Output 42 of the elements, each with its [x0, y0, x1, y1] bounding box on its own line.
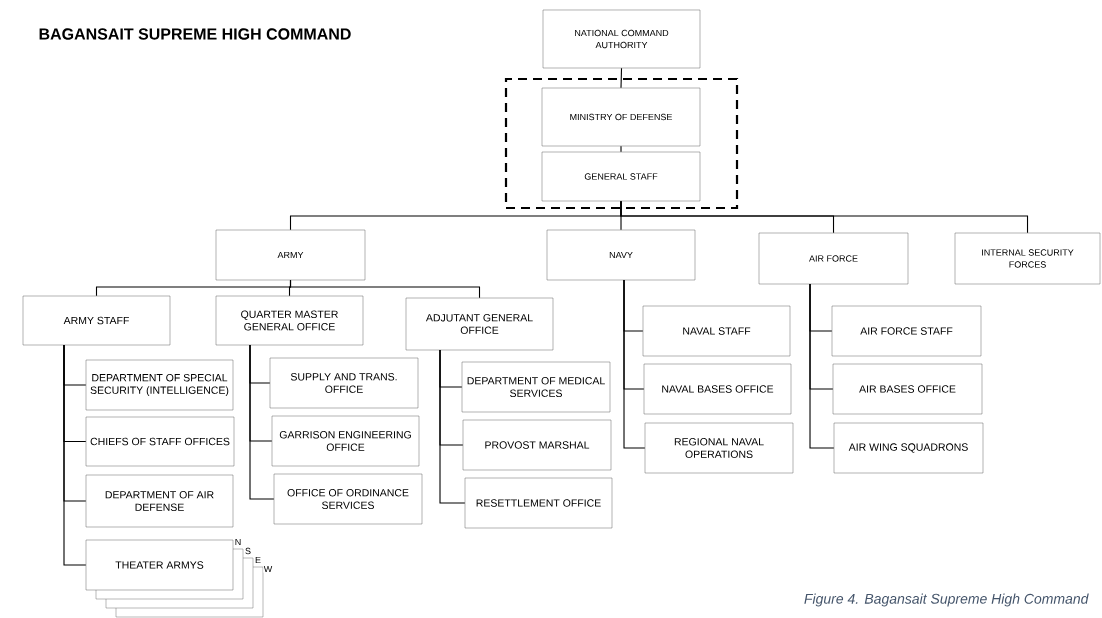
- org-box: REGIONAL NAVAL OPERATIONS: [644, 422, 794, 474]
- connector-line: [620, 145, 622, 153]
- org-box: GARRISON ENGINEERING OFFICE: [271, 415, 420, 467]
- org-box: PROVOST MARSHAL: [462, 419, 612, 471]
- stack-letter: N: [234, 538, 242, 546]
- org-box: RESETTLEMENT OFFICE: [464, 477, 613, 529]
- org-box: NAVY: [546, 229, 696, 281]
- caption: Figure 4. Bagansait Supreme High Command: [804, 593, 1089, 607]
- connector-line: [249, 344, 275, 500]
- connector-line: [63, 344, 87, 566]
- org-box: MINISTRY OF DEFENSE: [541, 87, 701, 147]
- org-box: OFFICE OF ORDINANCE SERVICES: [273, 473, 423, 525]
- org-box: QUARTER MASTER GENERAL OFFICE: [215, 295, 364, 346]
- org-box: AIR FORCE STAFF: [831, 305, 982, 357]
- org-box: ADJUTANT GENERAL OFFICE: [405, 297, 554, 351]
- connector-line: [623, 279, 646, 449]
- connector-line: [809, 283, 835, 449]
- connector-line: [439, 349, 466, 504]
- org-box: ARMY: [215, 229, 366, 281]
- stack-letter: S: [244, 547, 252, 555]
- connector-line: [620, 67, 623, 89]
- org-box: INTERNAL SECURITY FORCES: [954, 232, 1101, 285]
- org-box: SUPPLY AND TRANS. OFFICE: [269, 357, 419, 409]
- org-box: AIR FORCE: [758, 232, 909, 285]
- org-box: DEPARTMENT OF MEDICAL SERVICES: [461, 361, 611, 413]
- org-box: AIR WING SQUADRONS: [833, 422, 984, 474]
- org-box: AIR BASES OFFICE: [832, 363, 983, 415]
- org-box: GENERAL STAFF: [541, 151, 701, 202]
- org-box: THEATER ARMYS: [85, 539, 234, 591]
- org-box: DEPARTMENT OF SPECIAL SECURITY (INTELLIGENCE): [85, 359, 234, 411]
- dashed-group-box: [504, 77, 739, 210]
- stack-letter: W: [263, 565, 273, 573]
- connector-line: [289, 279, 481, 299]
- org-box: NATIONAL COMMAND AUTHORITY: [542, 9, 701, 69]
- org-box: ARMY STAFF: [22, 295, 171, 346]
- connector-line: [620, 200, 1029, 234]
- org-box: NAVAL STAFF: [642, 305, 791, 357]
- stack-letter: E: [254, 556, 262, 564]
- org-box: CHIEFS OF STAFF OFFICES: [85, 416, 235, 467]
- org-box: DEPARTMENT OF AIR DEFENSE: [85, 474, 234, 528]
- title: BAGANSAIT SUPREME HIGH COMMAND: [39, 28, 351, 40]
- org-box: NAVAL BASES OFFICE: [643, 363, 792, 415]
